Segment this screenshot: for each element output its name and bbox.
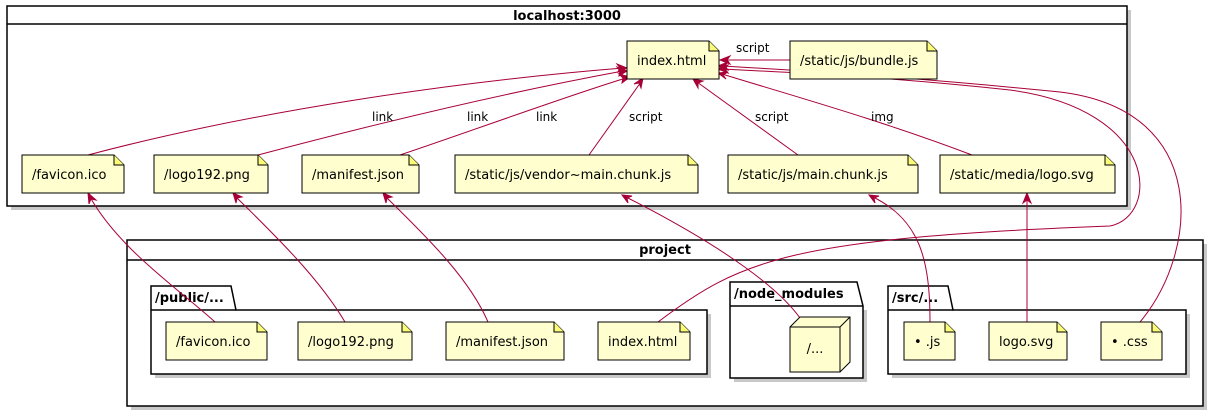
- edge-label-bundle-script: script: [736, 41, 770, 55]
- note-label: /logo192.png: [164, 168, 250, 183]
- edge-logo192-index: [257, 70, 624, 156]
- note-label: /static/js/bundle.js: [800, 54, 919, 69]
- note-label: /favicon.ico: [176, 335, 250, 350]
- note-label: /manifest.json: [456, 335, 548, 350]
- edge-main-index: [696, 81, 799, 156]
- folder-src-title: /src/...: [892, 291, 938, 306]
- note-css-src: • .css: [1100, 321, 1163, 361]
- edge-manifest-index: [399, 77, 627, 156]
- arrowhead: [692, 78, 705, 90]
- edge-logo192-src: [235, 196, 346, 323]
- note-label: • .css: [1111, 335, 1148, 350]
- edge-favicon-index: [87, 67, 624, 156]
- edge-js-main: [872, 196, 931, 323]
- edge-labels: script link link link script script img: [372, 41, 894, 124]
- frame-localhost-title: localhost:3000: [513, 9, 621, 24]
- note-bundle-js: /static/js/bundle.js: [789, 40, 938, 80]
- note-label: index.html: [637, 54, 706, 69]
- note-index-html-src: index.html: [597, 321, 691, 361]
- note-label: index.html: [608, 335, 677, 350]
- note-label: /static/media/logo.svg: [950, 168, 1094, 183]
- note-js-src: • .js: [903, 321, 956, 361]
- arrowhead: [87, 191, 98, 205]
- folder-public-title: /public/...: [155, 291, 224, 306]
- note-manifest-out: /manifest.json: [301, 154, 420, 194]
- node-box-label: /...: [807, 342, 824, 357]
- edge-label-favicon-link: link: [372, 110, 393, 124]
- note-label: /favicon.ico: [32, 168, 106, 183]
- edge-label-vendor-script: script: [629, 110, 663, 124]
- note-logo192-out: /logo192.png: [153, 154, 269, 194]
- arrowhead: [867, 194, 880, 204]
- edge-label-main-script: script: [755, 110, 789, 124]
- note-main-chunk: /static/js/main.chunk.js: [727, 154, 919, 194]
- arrowhead: [232, 192, 244, 204]
- note-vendor-chunk: /static/js/vendor~main.chunk.js: [454, 154, 699, 194]
- arrowhead: [620, 194, 633, 204]
- edge-label-manifest-link: link: [536, 110, 557, 124]
- arrowhead: [716, 60, 730, 72]
- edge-vendor-index: [588, 81, 642, 156]
- note-index-html-out: index.html: [626, 40, 720, 80]
- edge-favicon-src: [89, 196, 216, 323]
- arrowhead: [716, 71, 729, 80]
- note-label: /logo192.png: [308, 335, 394, 350]
- note-favicon-src: /favicon.ico: [165, 321, 268, 361]
- note-logo-svg-out: /static/media/logo.svg: [939, 154, 1116, 194]
- frame-project-title: project: [639, 243, 691, 258]
- note-label: /static/js/vendor~main.chunk.js: [465, 168, 671, 183]
- note-label: /manifest.json: [312, 168, 404, 183]
- edge-node-modules-vendor: [625, 196, 801, 319]
- folder-node-modules-title: /node_modules: [734, 287, 844, 302]
- note-manifest-src: /manifest.json: [445, 321, 565, 361]
- edge-label-logo192-link: link: [467, 110, 488, 124]
- note-label: /static/js/main.chunk.js: [738, 168, 888, 183]
- arrowhead: [1021, 191, 1033, 205]
- arrowhead: [382, 192, 394, 204]
- note-favicon-out: /favicon.ico: [21, 154, 125, 194]
- arrowhead: [633, 76, 644, 90]
- edge-logosvg-index: [721, 73, 973, 156]
- note-logo-svg-src: logo.svg: [988, 321, 1068, 361]
- node-modules-box: /...: [789, 316, 851, 373]
- edge-manifest-src: [385, 196, 489, 323]
- note-label: • .js: [914, 335, 941, 350]
- note-label: logo.svg: [999, 335, 1053, 350]
- edge-label-logo-img: img: [871, 110, 894, 124]
- note-logo192-src: /logo192.png: [297, 321, 413, 361]
